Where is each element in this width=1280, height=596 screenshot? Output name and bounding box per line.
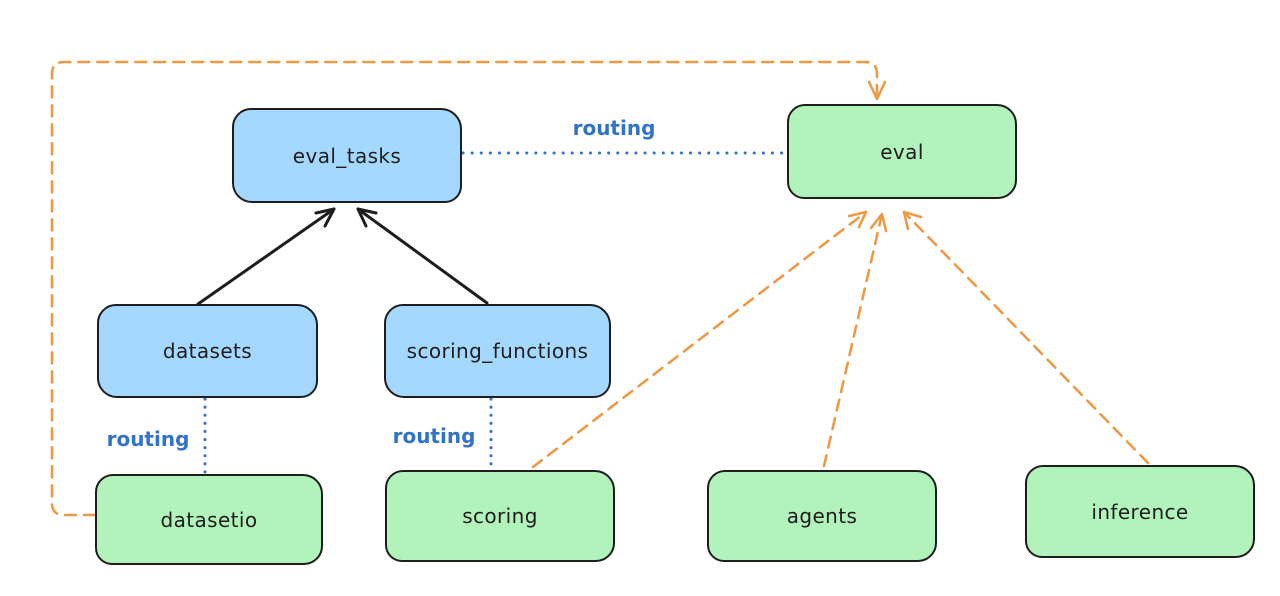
- edge-datasets-to-evaltasks-line: [196, 207, 336, 306]
- node-scoring-functions-label: scoring_functions: [406, 339, 589, 363]
- edge-scoring-to-eval-arrowhead: [847, 210, 868, 229]
- node-scoring: scoring: [385, 470, 615, 562]
- edge-agents-to-eval-arrowhead: [869, 212, 888, 233]
- edge-label-routing-datasets: routing: [106, 427, 190, 451]
- node-eval-tasks-label: eval_tasks: [292, 143, 402, 168]
- node-agents-label: agents: [786, 504, 858, 528]
- node-eval: eval: [787, 104, 1017, 199]
- edge-scoringfns-to-evaltasks-arrowhead: [356, 207, 378, 228]
- edge-datasetio-to-eval-arrowhead: [867, 80, 887, 101]
- edge-datasets-to-evaltasks-arrowhead: [314, 207, 336, 228]
- edge-agents-to-eval-line: [822, 212, 884, 468]
- node-eval-label: eval: [880, 139, 924, 164]
- node-scoring-functions: scoring_functions: [384, 304, 611, 398]
- node-datasetio-label: datasetio: [160, 507, 258, 532]
- node-scoring-label: scoring: [462, 504, 538, 528]
- edge-scoringfns-to-evaltasks-line: [356, 207, 489, 305]
- node-inference-label: inference: [1091, 499, 1189, 524]
- node-datasets-label: datasets: [162, 339, 253, 363]
- node-datasets: datasets: [97, 304, 318, 398]
- node-agents: agents: [707, 470, 937, 562]
- node-eval-tasks: eval_tasks: [232, 108, 462, 203]
- edge-scoring-to-eval-line: [531, 210, 868, 469]
- node-datasetio: datasetio: [95, 474, 323, 565]
- edge-label-routing-scoring: routing: [392, 424, 476, 448]
- edge-inference-to-eval-arrowhead: [902, 210, 923, 231]
- edge-datasetio-to-eval-line: [50, 60, 879, 517]
- edge-label-routing-top: routing: [572, 116, 656, 140]
- node-inference: inference: [1025, 465, 1255, 558]
- edge-inference-to-eval-line: [902, 210, 1150, 465]
